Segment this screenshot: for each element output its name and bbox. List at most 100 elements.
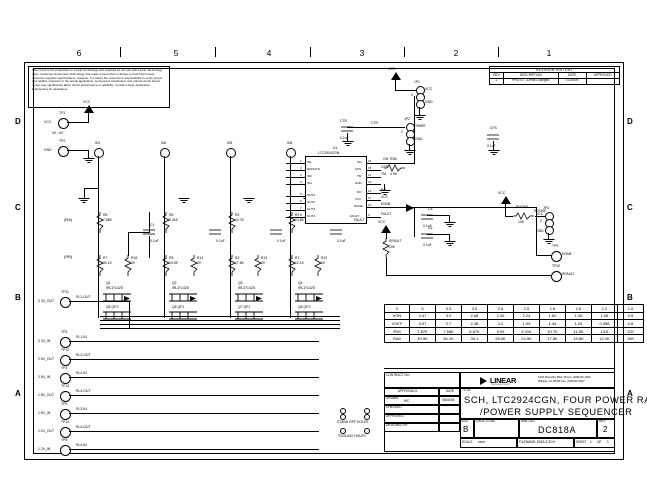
param-von-8: 1.08 (591, 311, 618, 321)
zone-label-top-2: 2 (453, 48, 459, 58)
net-node-in2[interactable] (160, 148, 170, 158)
scale-value: none (478, 440, 486, 444)
ic-pin-left-4-num: 4 (300, 180, 302, 184)
testpoint-tp9-circle[interactable] (551, 251, 562, 262)
param-von-2: 3.0 (435, 311, 462, 321)
resistor-r13 (254, 255, 262, 276)
mosfet-q6-symbol (169, 311, 197, 320)
resistor-r6-value: 9.31K (169, 218, 178, 222)
ground-symbol-ic (379, 190, 391, 196)
testpoint-tp6-ref: TP6 (61, 438, 68, 442)
net-label-rl1-out: RL1-OUT (76, 295, 91, 299)
ic-pin-left-3-num: 3 (300, 173, 302, 177)
testpoint-tp12-circle[interactable] (60, 355, 71, 366)
ic-u1-body[interactable] (305, 156, 367, 224)
mosfet-q2-symbol (169, 293, 197, 302)
drawing-title-line1: SCH, LTC2924CGN, FOUR POWER RAILS (464, 394, 647, 405)
zone-label-top-3: 3 (359, 48, 365, 58)
transistor-q4-part: IRL3714ZS (298, 286, 316, 290)
jumper-jp2-pin3[interactable] (406, 137, 415, 146)
param-r90-7: 11.5K (565, 326, 592, 336)
resistor-r8-ref: R8 (103, 213, 108, 217)
ground-symbol-jp1 (414, 115, 426, 121)
param-von-5: 2.24 (513, 311, 540, 321)
param-von-6: 1.62 (539, 311, 566, 321)
disclaimer-note: This circuit is the proprietary to Linea… (28, 66, 170, 108)
param-voff-9: 0.8 (617, 319, 644, 328)
ic-pin-right-11-num: 11 (368, 196, 372, 200)
label-rb: (RB) (64, 254, 73, 259)
approvals-header-cell (384, 388, 439, 396)
resistor-r3-value: 17.8K (235, 261, 244, 265)
linear-technology-logo: LINEAR TECHNOLOGY (480, 376, 525, 386)
jumper-jp3-pin3[interactable] (545, 226, 554, 235)
net-label-in3: IN3 (227, 141, 233, 145)
net-node-in4[interactable] (286, 148, 296, 158)
testpoint-tp10-circle[interactable] (551, 271, 562, 282)
zone-label-top-5: 5 (173, 48, 179, 58)
net-label-on: ON (383, 157, 389, 161)
zone-label-right-b: B (627, 293, 633, 302)
param-ra0-7: 15.8K (565, 334, 592, 343)
ic-pin-right-9-num: 9 (368, 213, 370, 217)
param-r90-4: 9.09 (487, 326, 514, 336)
jumper-jp2-pin1-label: TIMER (415, 124, 426, 128)
approvals-designed-label: DESIGNED BY (386, 423, 408, 427)
resistor-r2-value: 13.8K (295, 218, 304, 222)
transistor-q1-ref: Q1 (106, 281, 111, 285)
ic-pin-left-4-name: IN4 (307, 181, 312, 185)
ic-pin-left-2-num: 2 (300, 166, 302, 170)
resistor-r12-ref: R12 (321, 256, 328, 260)
param-voff-2: 2.7 (435, 319, 462, 328)
mosfet-q4-symbol (295, 293, 323, 302)
testpoint-tp5-circle[interactable] (60, 409, 71, 420)
revision-row: 2 PROTO - 33Pas Changed 01/26/09 (488, 77, 621, 85)
ic-pin-right-14-name: TM (357, 174, 362, 178)
drawing-title-line2: /POWER SUPPLY SEQUENCER (480, 406, 633, 417)
param-von-3: 2.68 (461, 311, 488, 321)
zone-label-top-4: 4 (266, 48, 272, 58)
approvals-row-designed (384, 423, 439, 432)
dwg-no-cell (519, 419, 597, 438)
param-r90-5: 9.31K (513, 326, 540, 336)
jumper-jp3-pin3-label: GND (536, 229, 544, 233)
param-ra0-9: 10K (617, 334, 644, 343)
vcc-net-label-top: VCC (83, 100, 91, 104)
param-voff-3: 2.38 (461, 319, 488, 328)
testpoint-tp4-label: 2.5V_IN (38, 375, 51, 379)
ground-symbol-tp2 (83, 158, 95, 164)
testpoint-tp1-circle[interactable] (58, 118, 69, 129)
resistor-rdone-value: 10K (518, 220, 525, 224)
filename-label: FILENAME: (519, 440, 536, 444)
net-node-in3[interactable] (226, 148, 236, 158)
capacitor-c5-value: 0.1uF (423, 224, 432, 228)
testpoint-tp14-circle[interactable] (60, 427, 71, 438)
param-ra0-8: 12.1K (591, 334, 618, 343)
net-label-rl1-in: RL1-IN (76, 335, 87, 339)
testpoint-tp13-circle[interactable] (60, 391, 71, 402)
dwg-no-value: DC818A (538, 425, 577, 435)
testpoint-tp3-circle[interactable] (60, 337, 71, 348)
ic-pin-left-5-num: 5 (300, 192, 302, 196)
testpoint-tp11-circle[interactable] (60, 297, 71, 308)
param-von-7: 1.45 (565, 311, 592, 321)
testpoint-tp6-circle[interactable] (60, 445, 71, 456)
testpoint-tp4-circle[interactable] (60, 373, 71, 384)
jumper-jp1-pin3[interactable] (416, 100, 425, 109)
param-v-1p2: 1.2 (591, 304, 618, 313)
net-node-in1[interactable] (94, 148, 104, 158)
param-r90-8: 13.8 (591, 326, 618, 336)
rev-cell-date: 01/26/09 (557, 77, 587, 85)
transistor-q3-part: IRL3714ZS (238, 286, 256, 290)
testpoint-tp14-label: 1.2V_OUT (38, 429, 55, 433)
param-v-3p0: 3.0 (461, 304, 488, 313)
testpoint-tp2-circle[interactable] (58, 146, 69, 157)
resistor-r18-ref: R18 (131, 256, 138, 260)
resistor-r8-value: 7.68K (103, 218, 112, 222)
resistor-r14 (190, 255, 198, 276)
param-ra0-2: 30.1K (435, 334, 462, 343)
param-ra0-4: 28.0K (487, 334, 514, 343)
resistor-r7-value: 30.1K (103, 261, 112, 265)
drawing-frame-inner (33, 68, 615, 454)
revision-history-table: REVISION HISTORY REV DESCRIPTION DATE AP… (488, 65, 621, 85)
